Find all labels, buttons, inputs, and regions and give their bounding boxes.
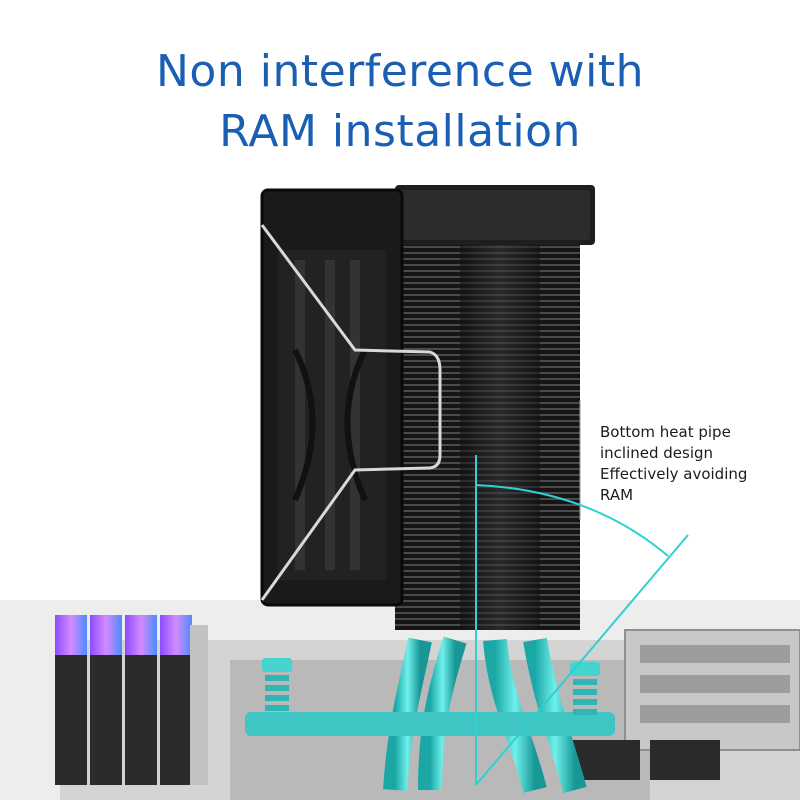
page-title-line-2: RAM installation <box>219 106 581 157</box>
callout-line-1: Bottom heat pipe <box>600 423 731 441</box>
heatsink <box>395 185 595 630</box>
mounting-screw-icon <box>262 658 600 715</box>
page-title-line-1: Non interference with <box>156 46 644 97</box>
callout-line-2: inclined design <box>600 444 714 462</box>
callout-line-4: RAM <box>600 486 634 504</box>
ram-stick-icon <box>55 615 208 785</box>
angle-indicator <box>475 400 689 786</box>
fan-icon <box>260 188 442 607</box>
feature-callout: Bottom heat pipe inclined design Effecti… <box>600 422 790 506</box>
callout-line-3: Effectively avoiding <box>600 465 748 483</box>
page-title: Non interference with RAM installation <box>0 42 800 162</box>
